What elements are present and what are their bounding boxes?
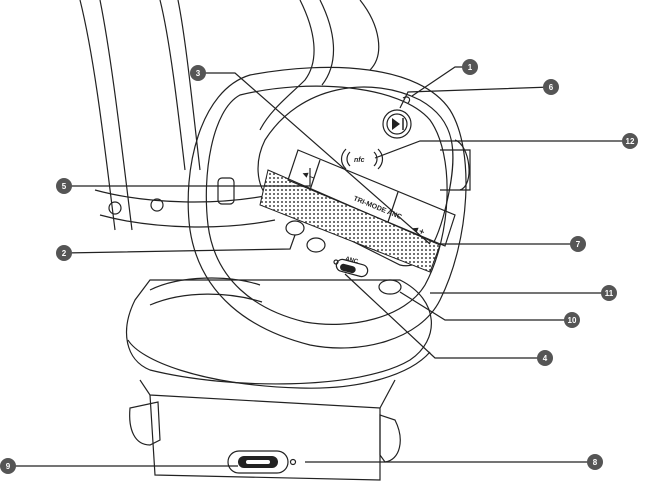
svg-text:9: 9 <box>6 462 11 471</box>
svg-text:11: 11 <box>605 289 614 298</box>
callout-1: 1 <box>462 59 478 75</box>
charge-led <box>291 460 296 465</box>
aux-jack <box>379 280 401 294</box>
callout-badges: 1 2 3 4 5 6 7 8 9 10 11 12 <box>0 59 638 474</box>
svg-text:6: 6 <box>549 83 554 92</box>
svg-text:2: 2 <box>62 249 67 258</box>
nfc-icon: nfc <box>342 149 383 169</box>
svg-text:12: 12 <box>626 137 635 146</box>
callout-4: 4 <box>537 350 553 366</box>
band-rivet-left <box>109 202 121 214</box>
svg-text:3: 3 <box>196 69 201 78</box>
side-button-lower[interactable] <box>307 238 325 252</box>
ear-cushion <box>127 278 432 388</box>
callout-7: 7 <box>570 236 586 252</box>
svg-text:7: 7 <box>576 240 581 249</box>
callout-5: 5 <box>56 178 72 194</box>
nfc-label: nfc <box>354 157 365 164</box>
callout-9: 9 <box>0 458 16 474</box>
svg-text:8: 8 <box>593 458 598 467</box>
leader-lines <box>8 67 630 466</box>
callout-2: 2 <box>56 245 72 261</box>
svg-text:1: 1 <box>468 63 473 72</box>
svg-text:5: 5 <box>62 182 67 191</box>
callout-12: 12 <box>622 133 638 149</box>
svg-text:4: 4 <box>543 354 548 363</box>
side-button-upper[interactable] <box>286 221 304 235</box>
callout-8: 8 <box>587 454 603 470</box>
anc-label: ANC <box>344 256 359 265</box>
play-pause-icon <box>392 118 400 130</box>
svg-text:10: 10 <box>568 316 577 325</box>
callout-6: 6 <box>543 79 559 95</box>
callout-3: 3 <box>190 65 206 81</box>
callout-11: 11 <box>601 285 617 301</box>
callout-10: 10 <box>564 312 580 328</box>
headband <box>80 0 379 230</box>
lower-earcup <box>130 380 401 480</box>
